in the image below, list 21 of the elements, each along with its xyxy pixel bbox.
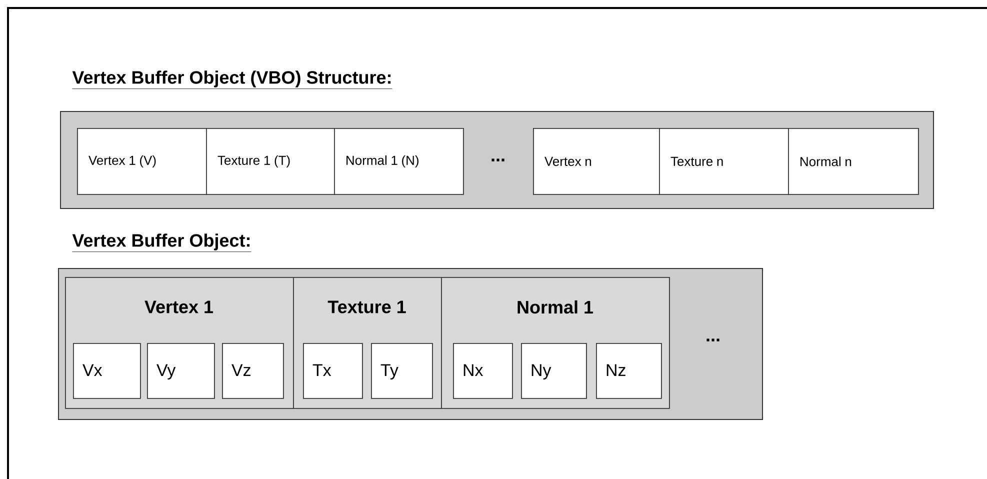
- component-cell: Nx: [453, 343, 513, 399]
- group-heading: Texture 1: [328, 300, 406, 314]
- ellipsis: ...: [706, 338, 720, 342]
- data-cell: Texture 1 (T): [206, 128, 335, 195]
- data-cell: Texture n: [659, 128, 789, 195]
- data-cell: Vertex 1 (V): [77, 128, 207, 195]
- ellipsis: ...: [492, 158, 504, 162]
- section-heading: Vertex Buffer Object (VBO) Structure:: [72, 70, 392, 89]
- component-cell: Vx: [73, 343, 141, 399]
- component-cell: Vy: [147, 343, 215, 399]
- section-heading: Vertex Buffer Object:: [72, 234, 252, 252]
- data-cell: Vertex n: [533, 128, 660, 195]
- data-cell: Normal 1 (N): [334, 128, 464, 195]
- data-cell: Normal n: [788, 128, 919, 195]
- component-cell: Ny: [521, 343, 587, 399]
- component-cell: Vz: [222, 343, 284, 399]
- group-heading: Vertex 1: [144, 300, 214, 314]
- component-cell: Tx: [303, 343, 363, 399]
- component-cell: Nz: [596, 343, 662, 399]
- group-heading: Normal 1: [518, 300, 593, 314]
- component-cell: Ty: [371, 343, 433, 399]
